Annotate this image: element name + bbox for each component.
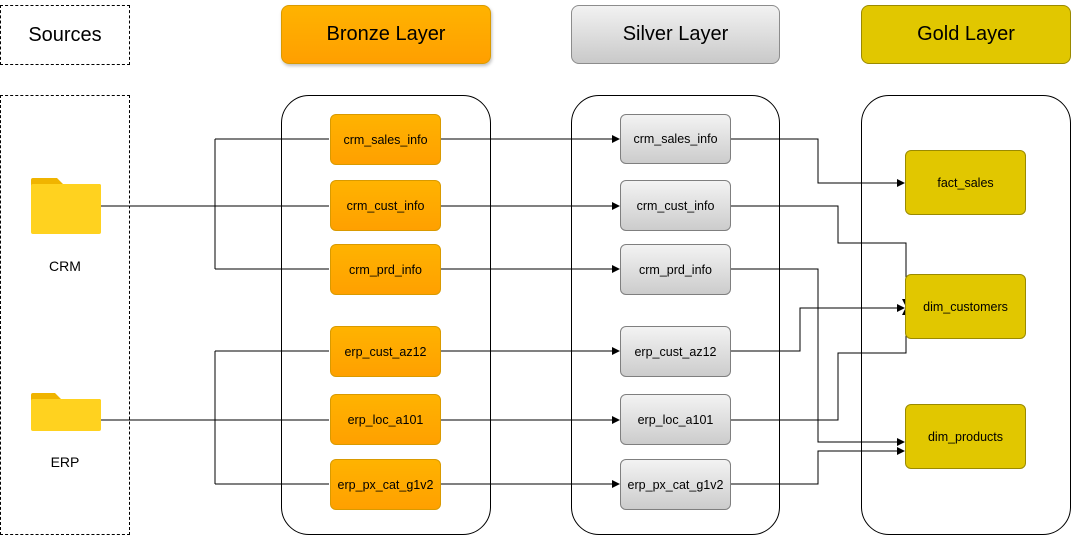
folder-icon bbox=[31, 393, 101, 431]
sources-header: Sources bbox=[0, 5, 130, 65]
gold-layer-header: Gold Layer bbox=[861, 5, 1071, 64]
gold-table-dim-customers[interactable]: dim_customers bbox=[905, 274, 1026, 339]
bronze-layer-header: Bronze Layer bbox=[281, 5, 491, 64]
silver-table[interactable]: erp_loc_a101 bbox=[620, 394, 731, 445]
folder-icon bbox=[31, 178, 101, 234]
silver-layer-header: Silver Layer bbox=[571, 5, 780, 64]
bronze-table[interactable]: crm_prd_info bbox=[330, 244, 441, 295]
erp-source-label: ERP bbox=[50, 454, 80, 470]
bronze-table[interactable]: crm_cust_info bbox=[330, 180, 441, 231]
gold-table-fact-sales[interactable]: fact_sales bbox=[905, 150, 1026, 215]
bronze-table[interactable]: crm_sales_info bbox=[330, 114, 441, 165]
bronze-table[interactable]: erp_px_cat_g1v2 bbox=[330, 459, 441, 510]
silver-table[interactable]: crm_prd_info bbox=[620, 244, 731, 295]
gold-table-dim-products[interactable]: dim_products bbox=[905, 404, 1026, 469]
bronze-table[interactable]: erp_loc_a101 bbox=[330, 394, 441, 445]
silver-table[interactable]: crm_cust_info bbox=[620, 180, 731, 231]
silver-table[interactable]: erp_cust_az12 bbox=[620, 326, 731, 377]
silver-table[interactable]: erp_px_cat_g1v2 bbox=[620, 459, 731, 510]
bronze-table[interactable]: erp_cust_az12 bbox=[330, 326, 441, 377]
crm-source-label: CRM bbox=[49, 258, 81, 274]
silver-table[interactable]: crm_sales_info bbox=[620, 114, 731, 164]
